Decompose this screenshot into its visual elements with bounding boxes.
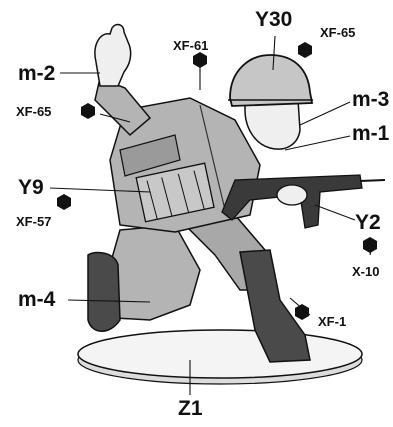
submachine-gun (221, 174, 386, 229)
label-m4: m-4 (18, 288, 56, 311)
label-z1: Z1 (178, 397, 203, 420)
paint-hex-icon (193, 52, 207, 68)
label-xf65-top: XF-65 (320, 25, 356, 40)
label-m1: m-1 (352, 122, 390, 145)
label-xf65-left: XF-65 (16, 104, 52, 119)
label-xf1: XF-1 (318, 314, 347, 329)
paint-hex-icon (81, 103, 95, 119)
paint-hex-icon (57, 194, 71, 210)
label-m3: m-3 (352, 88, 390, 111)
paint-hex-icon (295, 304, 309, 320)
label-xf57: XF-57 (16, 214, 52, 229)
label-x10: X-10 (352, 264, 380, 279)
label-xf61: XF-61 (173, 38, 209, 53)
legs (87, 214, 311, 363)
label-y2: Y2 (355, 211, 381, 234)
ammo-pouch-y9 (135, 162, 215, 223)
paint-hex-icon (298, 42, 312, 58)
raised-arm (94, 23, 152, 137)
base-z1 (77, 329, 363, 385)
label-y9: Y9 (18, 176, 44, 199)
paint-hex-icon (363, 237, 377, 253)
label-y30: Y30 (255, 8, 293, 31)
label-m2: m-2 (18, 62, 56, 85)
